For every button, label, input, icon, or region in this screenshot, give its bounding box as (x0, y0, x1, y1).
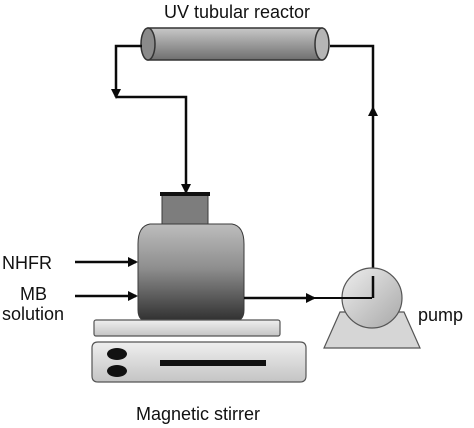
stirrer-label: Magnetic stirrer (136, 404, 260, 424)
pump-label: pump (418, 305, 463, 325)
magnetic-stirrer (91, 319, 307, 383)
mb-label-line2: solution (2, 304, 64, 324)
reactor-outlet-line (111, 44, 142, 99)
reactor-label: UV tubular reactor (164, 2, 310, 22)
mb-label-line1: MB (20, 284, 47, 304)
nhfr-label: NHFR (2, 253, 52, 273)
uv-tubular-reactor (140, 27, 330, 61)
vessel-feed-line (116, 95, 191, 194)
pump (314, 267, 421, 349)
reactor-inlet-line (330, 44, 375, 108)
reaction-vessel (137, 192, 245, 323)
